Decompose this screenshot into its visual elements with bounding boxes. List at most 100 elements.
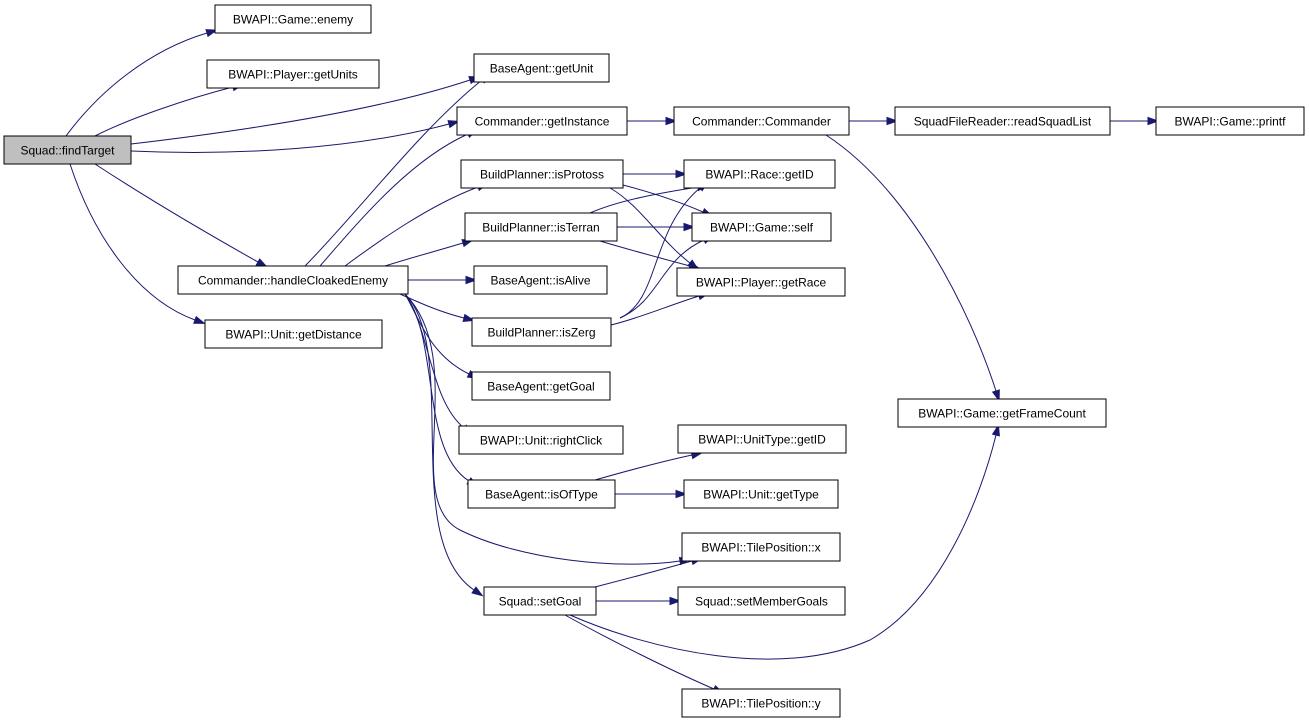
- node-raceGetID[interactable]: BWAPI::Race::getID: [683, 159, 836, 189]
- node-label: BWAPI::Game::enemy: [233, 13, 353, 27]
- node-unitGetDistance[interactable]: BWAPI::Unit::getDistance: [204, 319, 383, 349]
- edge-line: [94, 86, 234, 137]
- node-baseIsOfType[interactable]: BaseAgent::isOfType: [467, 479, 616, 509]
- node-cmdCommander[interactable]: Commander::Commander: [673, 106, 850, 136]
- node-label: BWAPI::Unit::getType: [703, 488, 819, 502]
- edge-findTarget-to-gameEnemy: [65, 29, 219, 137]
- edge-squadSetGoal-to-tileY: [564, 614, 725, 694]
- node-box[interactable]: [458, 425, 624, 455]
- node-box[interactable]: [177, 265, 409, 295]
- node-bpIsTerran[interactable]: BuildPlanner::isTerran: [464, 212, 618, 242]
- node-box[interactable]: [456, 106, 628, 136]
- edge-line: [399, 293, 465, 319]
- node-box[interactable]: [3, 135, 132, 165]
- edge-cmdHandleCloaked-to-unitRightClick: [404, 293, 473, 436]
- node-box[interactable]: [681, 688, 841, 718]
- edge-bpIsTerran-to-gameSelf: [617, 222, 696, 232]
- node-box[interactable]: [1155, 106, 1305, 136]
- arrowhead: [886, 116, 899, 126]
- node-box[interactable]: [683, 479, 839, 509]
- node-box[interactable]: [897, 398, 1107, 428]
- node-squadSetMemberGoals[interactable]: Squad::setMemberGoals: [677, 586, 846, 616]
- node-box[interactable]: [677, 586, 846, 616]
- edge-cmdHandleCloaked-to-baseIsOfType: [404, 293, 479, 488]
- node-box[interactable]: [683, 159, 836, 189]
- edge-findTarget-to-playerGetUnits: [94, 83, 245, 137]
- node-unitTypeGetID[interactable]: BWAPI::UnitType::getID: [677, 424, 847, 454]
- edge-line: [825, 134, 997, 392]
- edge-line: [609, 187, 691, 264]
- node-gameEnemy[interactable]: BWAPI::Game::enemy: [214, 4, 372, 34]
- node-findTarget[interactable]: Squad::findTarget: [3, 135, 132, 165]
- node-playerGetUnits[interactable]: BWAPI::Player::getUnits: [206, 59, 380, 89]
- edge-cmdCommander-to-sqfReadSquadList: [849, 116, 899, 126]
- edge-findTarget-to-cmdHandleCloaked: [94, 163, 269, 268]
- node-box[interactable]: [214, 4, 372, 34]
- node-label: BWAPI::UnitType::getID: [698, 433, 826, 447]
- edge-squadSetGoal-to-squadSetMemberGoals: [596, 596, 682, 606]
- node-baseGetGoal[interactable]: BaseAgent::getGoal: [471, 371, 611, 401]
- node-label: BuildPlanner::isTerran: [482, 221, 599, 235]
- node-box[interactable]: [460, 159, 624, 189]
- node-cmdGetInstance[interactable]: Commander::getInstance: [456, 106, 628, 136]
- node-label: BWAPI::Game::getFrameCount: [918, 407, 1086, 421]
- node-box[interactable]: [204, 319, 383, 349]
- node-box[interactable]: [467, 479, 616, 509]
- edge-line: [404, 293, 681, 565]
- node-label: BWAPI::Unit::rightClick: [480, 434, 603, 448]
- node-box[interactable]: [677, 424, 847, 454]
- node-box[interactable]: [673, 106, 850, 136]
- node-box[interactable]: [471, 371, 611, 401]
- node-label: BaseAgent::isAlive: [490, 274, 590, 288]
- node-unitGetType[interactable]: BWAPI::Unit::getType: [683, 479, 839, 509]
- node-bpIsProtoss[interactable]: BuildPlanner::isProtoss: [460, 159, 624, 189]
- node-bpIsZerg[interactable]: BuildPlanner::isZerg: [471, 317, 612, 347]
- edge-bpIsTerran-to-playerGetRace: [599, 240, 702, 270]
- node-box[interactable]: [894, 106, 1111, 136]
- node-gameSelf[interactable]: BWAPI::Game::self: [691, 212, 832, 242]
- node-label: BaseAgent::getUnit: [490, 62, 594, 76]
- arrowhead: [675, 489, 688, 499]
- node-box[interactable]: [473, 265, 608, 295]
- node-label: BWAPI::TilePosition::x: [701, 541, 820, 555]
- node-box[interactable]: [471, 317, 612, 347]
- node-box[interactable]: [473, 53, 610, 83]
- node-gameGetFrameCount[interactable]: BWAPI::Game::getFrameCount: [897, 398, 1107, 428]
- node-box[interactable]: [483, 586, 597, 616]
- node-playerGetRace[interactable]: BWAPI::Player::getRace: [676, 267, 846, 297]
- node-tileX[interactable]: BWAPI::TilePosition::x: [681, 532, 841, 562]
- node-box[interactable]: [681, 532, 841, 562]
- node-box[interactable]: [206, 59, 380, 89]
- node-label: Squad::setMemberGoals: [695, 595, 828, 609]
- node-label: BWAPI::Unit::getDistance: [225, 328, 362, 342]
- node-squadSetGoal[interactable]: Squad::setGoal: [483, 586, 597, 616]
- node-gamePrintf[interactable]: BWAPI::Game::printf: [1155, 106, 1305, 136]
- node-baseIsAlive[interactable]: BaseAgent::isAlive: [473, 265, 608, 295]
- node-sqfReadSquadList[interactable]: SquadFileReader::readSquadList: [894, 106, 1111, 136]
- edge-line: [619, 187, 701, 319]
- node-label: SquadFileReader::readSquadList: [914, 115, 1092, 129]
- node-box[interactable]: [676, 267, 846, 297]
- edge-line: [610, 295, 700, 326]
- arrowhead: [665, 116, 678, 126]
- edge-findTarget-to-unitGetDistance: [69, 163, 206, 324]
- node-tileY[interactable]: BWAPI::TilePosition::y: [681, 688, 841, 718]
- edge-line: [622, 184, 704, 213]
- node-label: BuildPlanner::isZerg: [487, 326, 595, 340]
- node-box[interactable]: [691, 212, 832, 242]
- node-label: Commander::Commander: [692, 115, 831, 129]
- edge-line: [589, 186, 699, 214]
- edge-line: [384, 242, 464, 267]
- node-label: BWAPI::TilePosition::y: [701, 697, 820, 711]
- arrowhead: [205, 29, 219, 38]
- arrowhead: [447, 120, 461, 129]
- edge-line: [594, 560, 693, 588]
- node-label: Squad::findTarget: [20, 144, 115, 158]
- arrowhead: [991, 423, 1000, 437]
- node-cmdHandleCloaked[interactable]: Commander::handleCloakedEnemy: [177, 265, 409, 295]
- edge-line: [564, 614, 715, 690]
- node-baseGetUnit[interactable]: BaseAgent::getUnit: [473, 53, 610, 83]
- node-box[interactable]: [464, 212, 618, 242]
- node-unitRightClick[interactable]: BWAPI::Unit::rightClick: [458, 425, 624, 455]
- node-label: BWAPI::Game::printf: [1175, 115, 1287, 129]
